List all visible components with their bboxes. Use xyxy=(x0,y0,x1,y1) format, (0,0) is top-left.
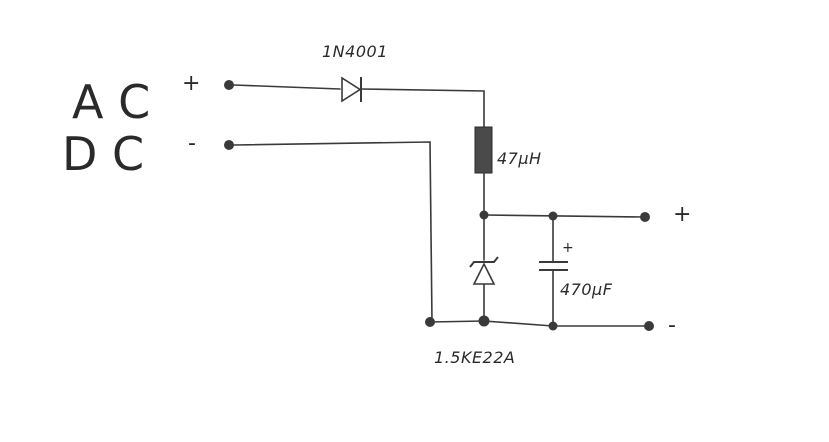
output-terminal-minus xyxy=(644,321,654,331)
wire-input-to-diode xyxy=(233,84,341,90)
capacitor-polarity: + xyxy=(562,240,574,256)
node-bottom-tvs xyxy=(478,315,490,327)
inductor-label: 47µH xyxy=(497,149,542,168)
input-terminal-plus xyxy=(224,80,234,90)
output-terminal-plus xyxy=(640,212,650,222)
wire-input-minus xyxy=(233,141,433,323)
wire-diode-to-inductor xyxy=(360,88,485,128)
node-bottom-cap xyxy=(548,321,558,331)
diode-symbol xyxy=(341,76,362,103)
input-label-ac: A C xyxy=(72,75,150,129)
output-plus-sign: + xyxy=(673,202,691,227)
tvs-diode-label: 1.5KE22A xyxy=(434,348,515,367)
capacitor-symbol xyxy=(539,261,568,271)
input-plus-sign: + xyxy=(182,71,200,96)
tvs-diode-symbol xyxy=(469,256,499,285)
input-terminal-minus xyxy=(224,140,234,150)
wire-bottom-rail xyxy=(429,320,650,327)
wire-top-rail xyxy=(483,214,646,218)
input-minus-sign: - xyxy=(188,131,196,156)
input-label-dc: D C xyxy=(62,127,144,181)
diode-label: 1N4001 xyxy=(322,42,388,61)
capacitor-label: 470µF xyxy=(560,280,613,299)
output-minus-sign: - xyxy=(668,313,676,338)
inductor-symbol xyxy=(474,126,493,174)
node-bottom-input xyxy=(425,317,435,327)
